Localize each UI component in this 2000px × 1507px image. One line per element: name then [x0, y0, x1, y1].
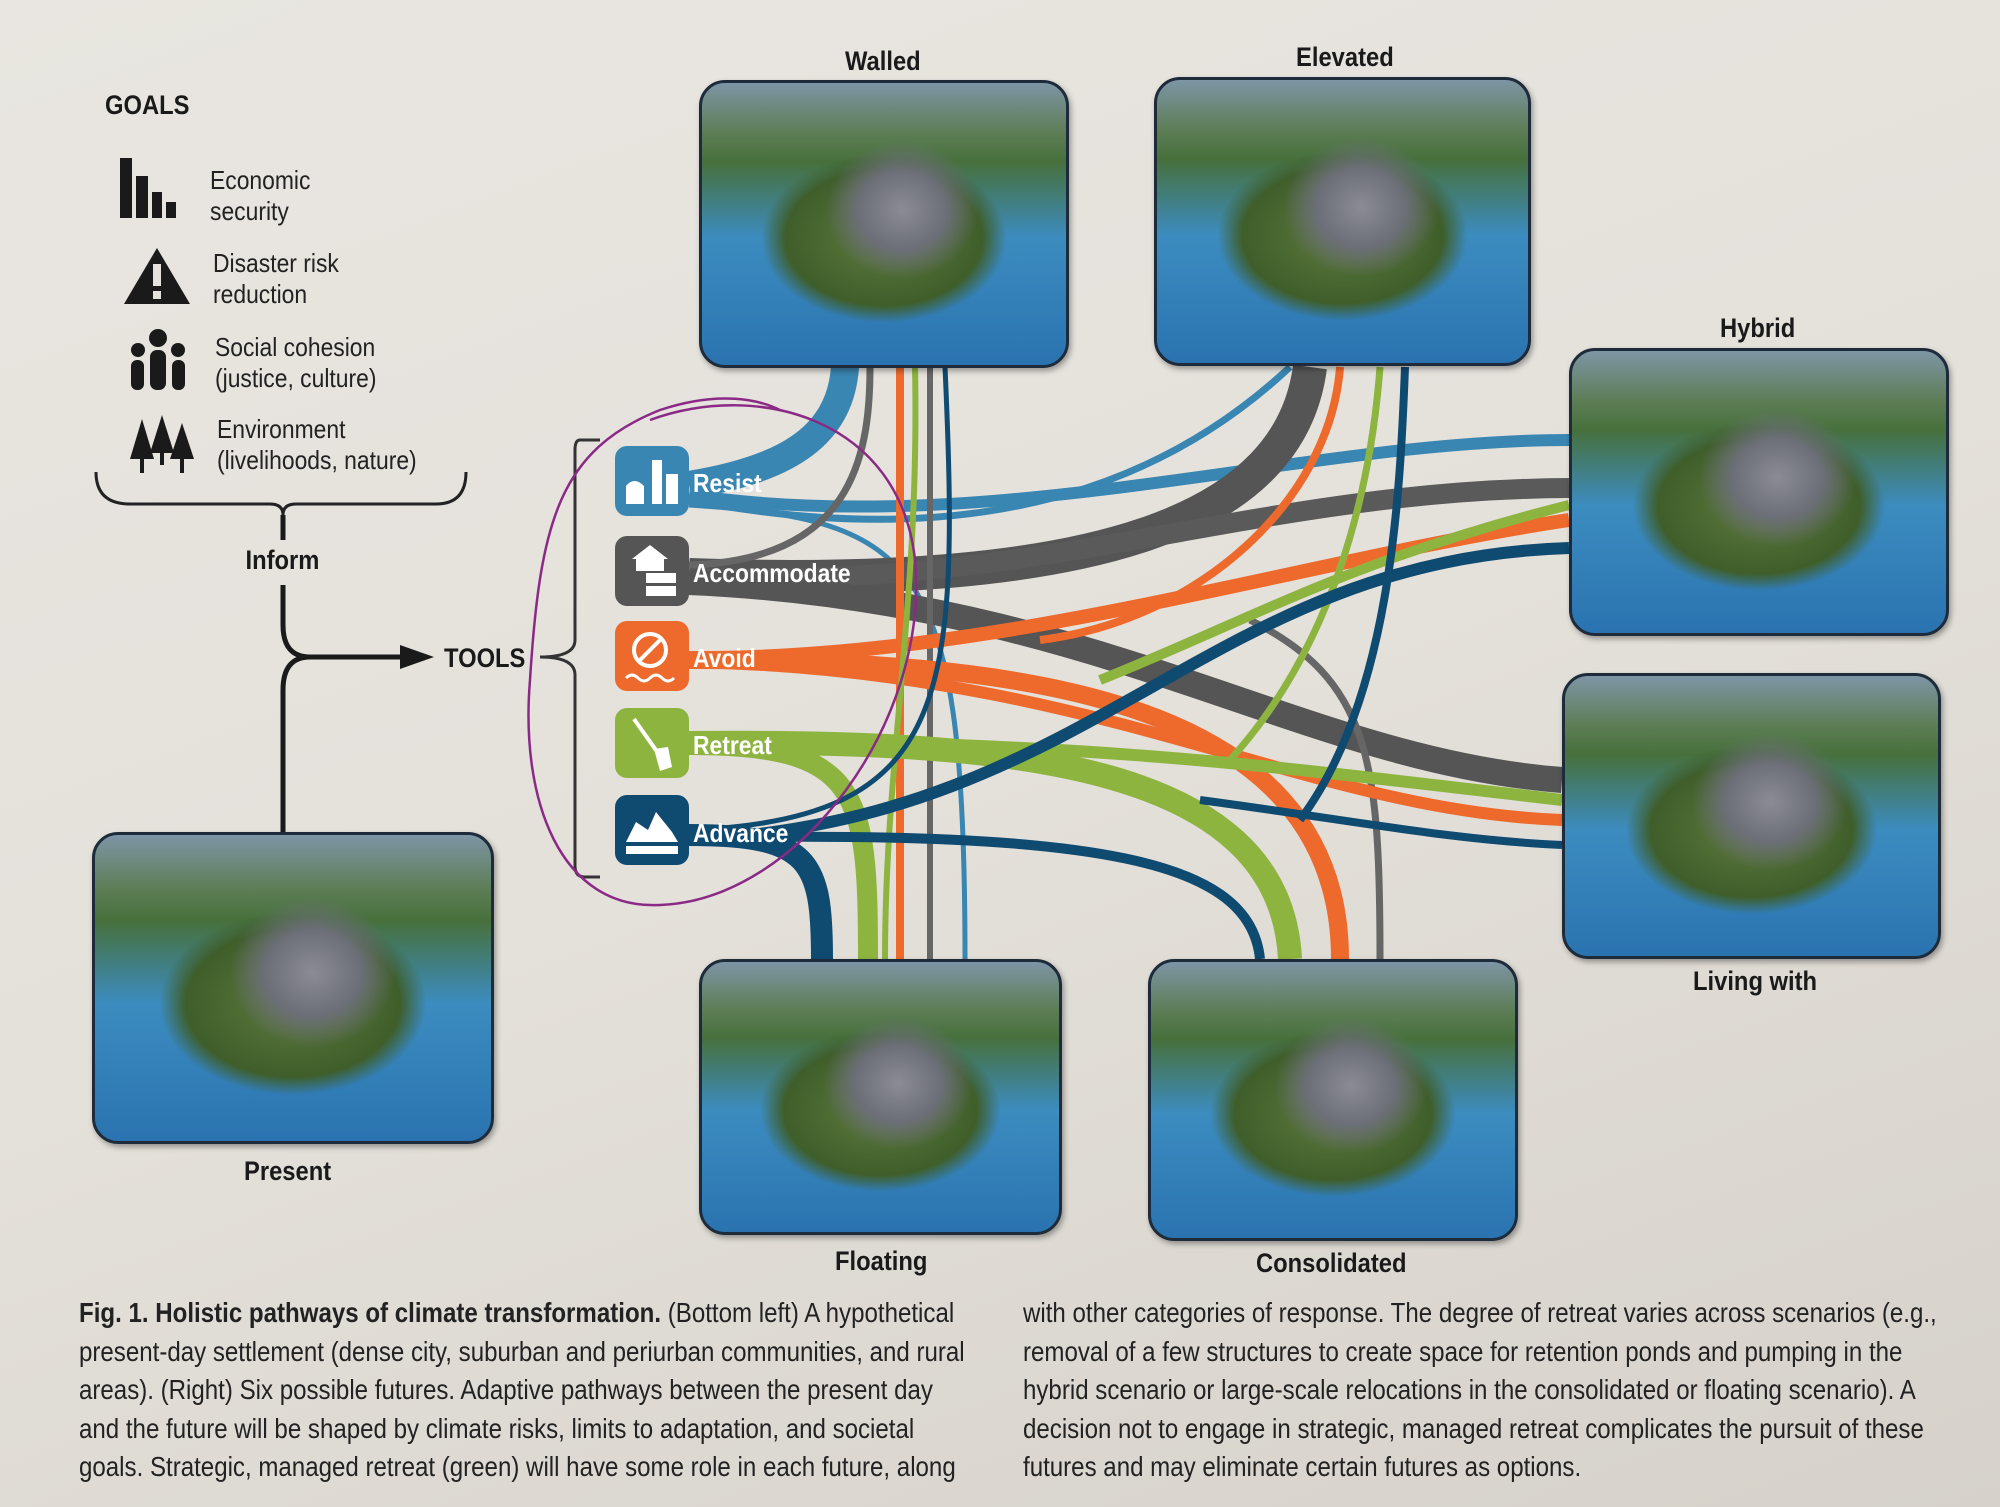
caption-column-2: with other categories of response. The d…	[1023, 1297, 1937, 1482]
walled-label: Walled	[845, 46, 921, 76]
pathway-advance-walled	[688, 366, 952, 833]
tool-label-resist: Resist	[693, 468, 762, 498]
inform-connector	[280, 515, 400, 832]
caption-column-1: Fig. 1. Holistic pathways of climate tra…	[79, 1294, 969, 1487]
people-icon	[126, 328, 190, 397]
consolidated-label: Consolidated	[1256, 1248, 1407, 1278]
tool-label-retreat: Retreat	[693, 730, 772, 760]
inform-label: Inform	[242, 545, 323, 576]
elevated-label: Elevated	[1296, 42, 1394, 72]
arrow-head	[400, 645, 434, 669]
tool-label-avoid: Avoid	[693, 643, 756, 673]
trees-icon	[130, 415, 194, 480]
caption-title: Fig. 1. Holistic pathways of climate tra…	[79, 1297, 662, 1328]
pathway-advance-elevated	[1296, 366, 1409, 823]
pathway-accommodate-living	[688, 569, 1563, 793]
tool-label-advance: Advance	[693, 818, 789, 848]
tool-advance	[615, 795, 689, 865]
floating-label: Floating	[835, 1246, 928, 1276]
hand-drawn-circle-annotation	[527, 397, 918, 907]
living-with-label: Living with	[1693, 966, 1818, 996]
bar-chart-icon	[118, 156, 188, 225]
pathway-advance-hybrid	[688, 542, 1570, 846]
hybrid-scene-image	[1569, 348, 1949, 636]
floating-scene-image	[699, 959, 1062, 1235]
tool-resist	[615, 446, 689, 516]
tool-label-accommodate: Accommodate	[693, 558, 851, 588]
present-scene-image	[92, 832, 494, 1144]
pathway-resist-hybrid	[688, 434, 1570, 513]
goal-environment: Environment(livelihoods, nature)	[217, 414, 417, 475]
tool-avoid	[615, 621, 689, 691]
elevated-scene-image	[1154, 77, 1531, 366]
pathway-retreat-living	[688, 734, 1563, 806]
tools-label: TOOLS	[444, 643, 526, 673]
pathway-accommodate-consolidated	[1248, 616, 1384, 960]
prohibited-icon	[624, 632, 676, 683]
pathway-resist-walled	[686, 365, 859, 499]
seawall-icon	[626, 460, 678, 504]
elevated-house-icon	[632, 545, 676, 596]
tool-accommodate	[615, 536, 689, 606]
goal-social-cohesion: Social cohesion(justice, culture)	[215, 332, 377, 393]
caption-text-1: (Bottom left) A hypothetical present-day…	[79, 1297, 965, 1482]
tool-retreat	[615, 708, 689, 778]
pathway-avoid-consolidated	[688, 651, 1349, 960]
pathway-accommodate-hybrid	[688, 478, 1570, 589]
shovel-icon	[632, 717, 672, 771]
pathway-advance-consolidated	[688, 831, 1265, 960]
pathway-resist-elevated	[688, 364, 1293, 523]
goals-title: GOALS	[105, 90, 190, 120]
living-with-scene-image	[1562, 673, 1941, 959]
pathway-avoid-elevated	[1039, 366, 1344, 644]
tools-bracket	[539, 438, 600, 879]
pathway-retreat-floating	[688, 735, 878, 960]
pathway-advance-living	[1199, 796, 1563, 849]
present-label: Present	[244, 1156, 332, 1186]
walled-scene-image	[699, 80, 1069, 368]
pathway-retreat-elevated	[1227, 366, 1384, 763]
land-reclamation-icon	[626, 812, 678, 854]
pathway-accommodate-walled	[688, 366, 874, 569]
warning-triangle-icon	[122, 246, 192, 311]
pathway-avoid-living	[688, 656, 1563, 826]
pathway-retreat-hybrid	[1098, 500, 1571, 685]
hybrid-label: Hybrid	[1720, 313, 1796, 343]
consolidated-scene-image	[1148, 959, 1518, 1241]
